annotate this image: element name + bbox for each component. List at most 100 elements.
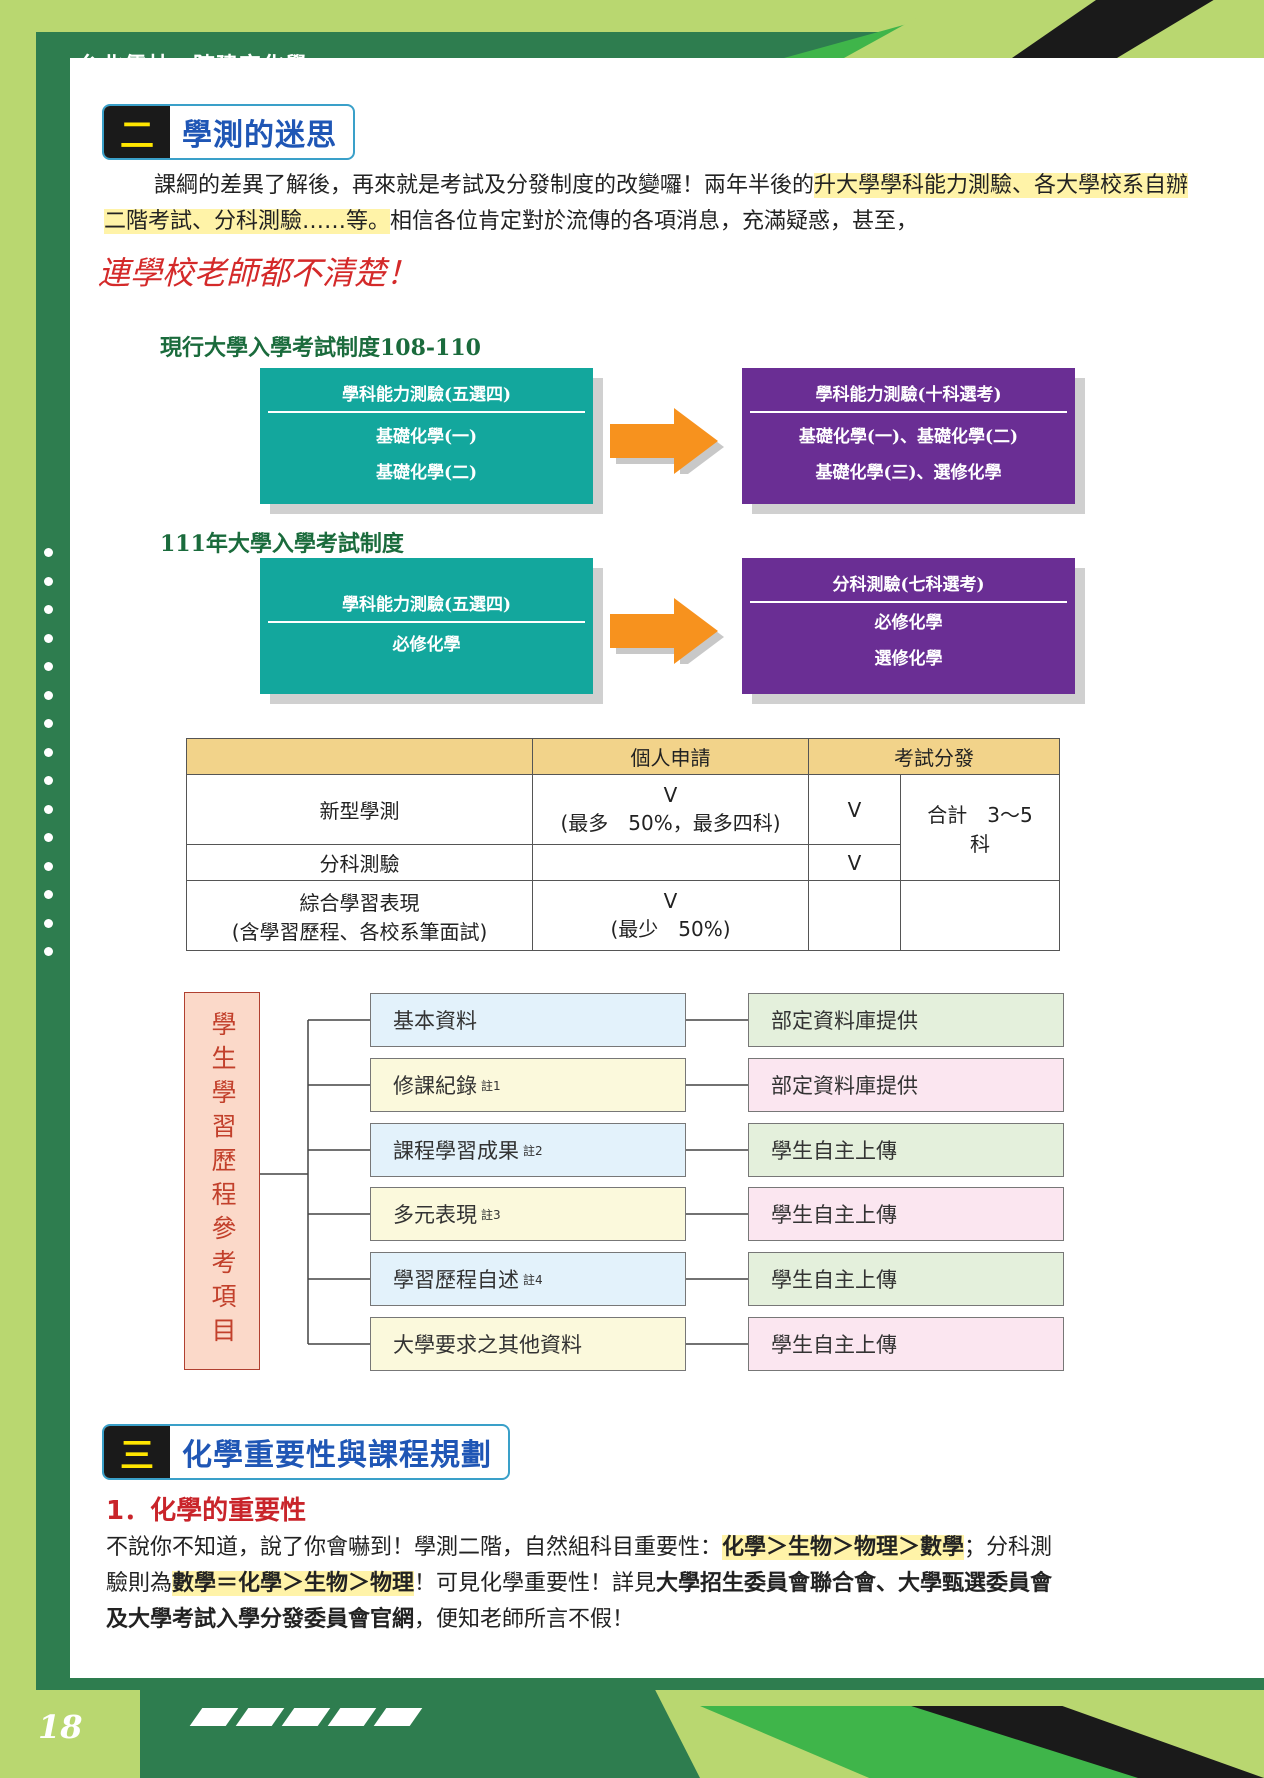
portfolio-item-self-statement: 學習歷程自述註4 <box>370 1252 686 1306</box>
dot <box>44 690 53 700</box>
learning-label-2: (含學習歷程、各校系筆面試) <box>231 919 488 944</box>
learning-apply-note: (最少 50%) <box>610 917 731 941</box>
current-ast-line-2: 基礎化學(三)、選修化學 <box>815 463 1002 483</box>
stripe <box>327 1708 377 1726</box>
p3-bold: 及大學考試入學分發委員會官網 <box>106 1607 415 1632</box>
dot <box>44 548 53 557</box>
red-emphasis-line: 連學校老師都不清楚！ <box>98 254 419 292</box>
row-learning-apply: V (最少 50%) <box>532 880 809 951</box>
row-learning-exam <box>808 880 901 951</box>
section-2-number: 二 <box>104 106 170 158</box>
dot <box>44 947 53 956</box>
p3-text: ，便知老師所言不假！ <box>414 1607 635 1632</box>
total-subjects-line-1: 合計 3～5 <box>927 802 1033 827</box>
p2-text-a: 驗則為 <box>106 1571 173 1596</box>
portfolio-vertical-label: 學生學習歷程參考項目 <box>208 1011 237 1351</box>
section-2-header: 二 學測的迷思 <box>102 104 355 160</box>
learning-apply-mark: V <box>663 889 678 913</box>
row-subject-exam-exam: V <box>808 844 901 881</box>
learning-label-1: 綜合學習表現 <box>299 890 420 915</box>
new-subject-exam-line-2: 選修化學 <box>874 649 943 669</box>
dot <box>44 861 53 871</box>
portfolio-tree-lines <box>260 1019 748 1345</box>
portfolio-item-diverse-performance: 多元表現註3 <box>370 1187 686 1241</box>
section-3-number: 三 <box>104 1426 170 1478</box>
p1-highlight: 化學＞生物＞物理＞數學 <box>722 1535 965 1560</box>
chem-importance-paragraph: 不說你不知道，說了你會嚇到！學測二階，自然組科目重要性：化學＞生物＞物理＞數學；… <box>106 1530 1196 1638</box>
section-2-title: 學測的迷思 <box>182 118 337 153</box>
current-gsat-head: 學科能力測驗(五選四) <box>268 368 585 413</box>
bottom-stripes <box>189 1708 423 1726</box>
portfolio-item-label: 基本資料 <box>393 1009 477 1033</box>
dot <box>44 776 53 785</box>
current-ast-head: 學科能力測驗(十科選考) <box>750 368 1067 413</box>
table-header-apply: 個人申請 <box>532 738 809 775</box>
new-gsat-head: 學科能力測驗(五選四) <box>268 578 585 623</box>
table-row: 綜合學習表現 (含學習歷程、各校系筆面試) V (最少 50%) <box>186 880 1060 951</box>
portfolio-item-label: 多元表現 <box>393 1203 477 1227</box>
portfolio-item-note: 註3 <box>481 1207 501 1222</box>
current-system-title: 現行大學入學考試制度108-110 <box>160 335 481 361</box>
stripe <box>189 1708 239 1726</box>
para-line-3: 及大學考試入學分發委員會官網，便知老師所言不假！ <box>106 1602 1196 1638</box>
system-111-title: 111年大學入學考試制度 <box>160 531 404 557</box>
dot <box>44 605 53 614</box>
dot <box>44 633 53 643</box>
para-line-1: 不說你不知道，說了你會嚇到！學測二階，自然組科目重要性：化學＞生物＞物理＞數學；… <box>106 1530 1196 1566</box>
source-box: 學生自主上傳 <box>748 1187 1064 1241</box>
intro-highlight-1: 升大學學科能力測驗、各 <box>814 173 1057 198</box>
portfolio-item-label: 大學要求之其他資料 <box>393 1333 582 1357</box>
table-header-exam: 考試分發 <box>808 738 1060 775</box>
page-number: 18 <box>38 1708 83 1746</box>
section-3-header: 三 化學重要性與課程規劃 <box>102 1424 510 1480</box>
current-gsat-line-2: 基礎化學(二) <box>375 463 478 483</box>
portfolio-item-course-results: 課程學習成果註2 <box>370 1123 686 1177</box>
row-subject-exam-apply <box>532 844 809 881</box>
portfolio-item-note: 註4 <box>523 1272 543 1287</box>
current-ast-line-1: 基礎化學(一)、基礎化學(二) <box>798 427 1019 447</box>
row-gsat-exam: V <box>808 774 901 845</box>
intro-text-b: 相信各位肯定對於流傳的各項消息，充滿疑惑，甚至， <box>390 209 919 234</box>
new-gsat-line-1: 必修化學 <box>392 635 461 655</box>
stripe <box>235 1708 285 1726</box>
p1-text: 不說你不知道，說了你會嚇到！學測二階，自然組科目重要性： <box>106 1535 723 1560</box>
table-header-row: 個人申請 考試分發 <box>186 738 1060 775</box>
portfolio-item-other-data: 大學要求之其他資料 <box>370 1317 686 1371</box>
chem-importance-subhead: 1．化學的重要性 <box>106 1496 307 1526</box>
portfolio-item-label: 修課紀錄 <box>393 1074 477 1098</box>
gsat-apply-note: (最多 50%，最多四科) <box>560 811 781 835</box>
dot <box>44 576 53 586</box>
current-gsat-line-1: 基礎化學(一) <box>375 427 478 447</box>
portfolio-item-label: 學習歷程自述 <box>393 1268 519 1292</box>
dot <box>44 747 53 757</box>
intro-text-a: 課綱的差異了解後，再來就是考試及分發制度的改變囉！兩年半後的 <box>154 173 815 198</box>
section-3-title: 化學重要性與課程規劃 <box>182 1438 492 1473</box>
source-box: 學生自主上傳 <box>748 1317 1064 1371</box>
row-label-subject-exam: 分科測驗 <box>186 844 533 881</box>
p2-bold: 大學招生委員會聯合會、大學甄選委員會 <box>656 1571 1053 1596</box>
source-box: 部定資料庫提供 <box>748 993 1064 1047</box>
source-box: 學生自主上傳 <box>748 1252 1064 1306</box>
row-label-learning: 綜合學習表現 (含學習歷程、各校系筆面試) <box>186 880 533 951</box>
row-gsat-apply: V(最多 50%，最多四科) <box>532 774 809 845</box>
dot <box>44 890 53 899</box>
intro-paragraph: 課綱的差異了解後，再來就是考試及分發制度的改變囉！兩年半後的升大學學科能力測驗、… <box>104 168 1194 240</box>
new-gsat-box: 學科能力測驗(五選四) 必修化學 <box>260 558 593 694</box>
header-title: 台北儒林・陳建宏化學 <box>78 54 309 79</box>
new-arrow-icon <box>610 598 724 664</box>
bottom-decoration-dark <box>140 1690 700 1778</box>
current-arrow-icon <box>610 408 724 474</box>
portfolio-item-note: 註2 <box>523 1143 543 1158</box>
p2-text-b: ！可見化學重要性！詳見 <box>414 1571 657 1596</box>
total-subjects-line-2: 科 <box>970 831 990 856</box>
current-gsat-box: 學科能力測驗(五選四) 基礎化學(一) 基礎化學(二) <box>260 368 593 504</box>
portfolio-item-note: 註1 <box>481 1078 501 1093</box>
stripe <box>281 1708 331 1726</box>
source-box: 部定資料庫提供 <box>748 1058 1064 1112</box>
new-subject-exam-box: 分科測驗(七科選考) 必修化學 選修化學 <box>742 558 1075 694</box>
table-header-empty <box>186 738 533 775</box>
current-ast-box: 學科能力測驗(十科選考) 基礎化學(一)、基礎化學(二) 基礎化學(三)、選修化… <box>742 368 1075 504</box>
total-subjects-cell: 合計 3～5 科 <box>900 774 1060 881</box>
